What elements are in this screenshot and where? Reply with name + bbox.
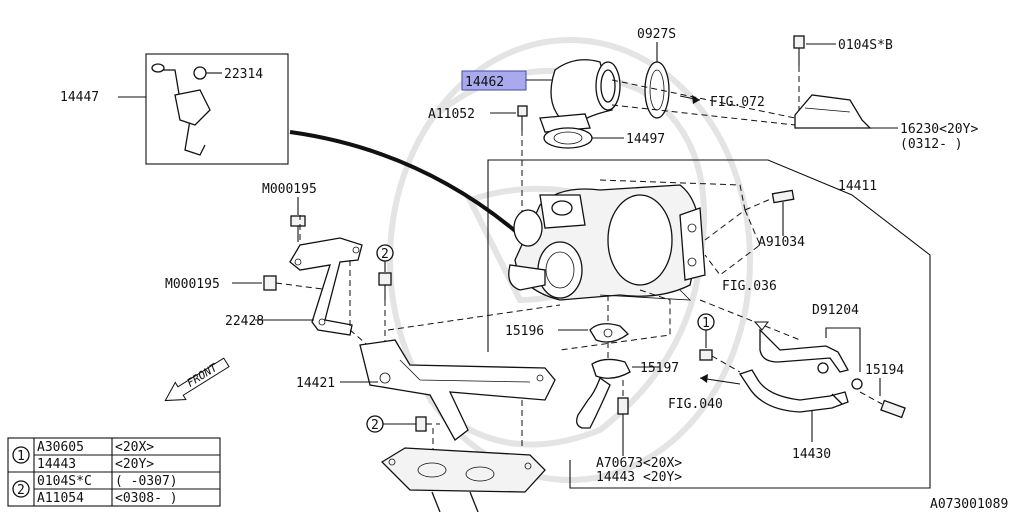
bolt-0104sb — [793, 35, 805, 66]
label-16230: 16230<20Y> — [900, 122, 978, 137]
legend-2-row1-part: 0104S*C — [37, 474, 92, 489]
turbocharger-14411 — [508, 184, 706, 301]
label-d91204: D91204 — [812, 303, 859, 318]
label-15196: 15196 — [505, 324, 544, 339]
pipe-15197 — [576, 358, 631, 429]
label-a91034: A91034 — [758, 235, 805, 250]
label-m000195-lower: M000195 — [165, 277, 220, 292]
oil-pipe-14430 — [738, 369, 849, 413]
washer-d91204-b — [851, 378, 863, 390]
label-14443-lower: 14443 <20Y> — [596, 470, 682, 485]
reference-arrow — [289, 130, 522, 237]
bracket-16230 — [794, 94, 872, 129]
washer-d91204-a — [817, 362, 829, 374]
oil-pipe-upper — [753, 321, 849, 373]
label-14497: 14497 — [626, 132, 665, 147]
support-14421 — [359, 339, 556, 441]
legend-table: 1 2 A30605 <20X> 14443 <20Y> 0104S*C ( -… — [7, 437, 221, 507]
legend-num-1: 1 — [17, 449, 25, 464]
stud-a91034 — [771, 189, 795, 204]
elbow-pipe-14462 — [539, 59, 621, 133]
label-fig072: FIG.072 — [710, 95, 765, 110]
callout-1-right-text: 1 — [702, 316, 710, 331]
legend-2-row2-part: A11054 — [37, 491, 84, 506]
bolt-a70673 — [617, 397, 629, 415]
legend-num-2: 2 — [17, 483, 25, 498]
outline-14411 — [487, 159, 931, 489]
gasket-14497 — [543, 127, 593, 149]
label-22428: 22428 — [225, 314, 264, 329]
clamp-0927s — [644, 61, 670, 119]
label-15197: 15197 — [640, 361, 679, 376]
label-14430: 14430 — [792, 447, 831, 462]
label-22314: 22314 — [224, 67, 263, 82]
label-a70673: A70673<20X> — [596, 456, 682, 471]
label-m000195-upper: M000195 — [262, 182, 317, 197]
bolt-m000195-lower — [263, 275, 277, 291]
bolt-15194 — [880, 399, 906, 419]
legend-1-row2-spec: <20Y> — [115, 457, 154, 472]
legend-1-row2-part: 14443 — [37, 457, 76, 472]
figure-code: A073001089 — [930, 497, 1008, 512]
base-plate — [380, 447, 546, 512]
label-14462: 14462 — [465, 75, 504, 90]
callout-2-lower-text: 2 — [371, 418, 379, 433]
bracket-22428 — [289, 237, 363, 336]
inset-box-14447 — [118, 53, 289, 165]
label-14421: 14421 — [296, 376, 335, 391]
legend-2-row1-spec: ( -0307) — [115, 474, 178, 489]
bolt-m000195-upper — [290, 215, 306, 227]
bolt-a11052 — [517, 105, 528, 117]
front-arrow — [164, 357, 230, 402]
legend-1-row1-spec: <20X> — [115, 440, 154, 455]
label-15194: 15194 — [865, 363, 904, 378]
label-0927s: 0927S — [637, 27, 676, 42]
bolt-callout-1 — [699, 349, 713, 361]
label-14447: 14447 — [60, 90, 99, 105]
legend-1-row1-part: A30605 — [37, 440, 84, 455]
label-0104sb: 0104S*B — [838, 38, 893, 53]
label-14411: 14411 — [838, 179, 877, 194]
legend-2-row2-spec: <0308- ) — [115, 491, 178, 506]
gasket-15196 — [589, 323, 629, 343]
label-16230-period: (0312- ) — [900, 137, 963, 152]
label-a11052: A11052 — [428, 107, 475, 122]
label-fig040: FIG.040 — [668, 397, 723, 412]
label-fig036: FIG.036 — [722, 279, 777, 294]
bolt-callout-2-lower — [415, 416, 427, 432]
callout-1-bracket-text: 2 — [381, 247, 389, 262]
bolt-callout-2-upper — [378, 272, 392, 286]
